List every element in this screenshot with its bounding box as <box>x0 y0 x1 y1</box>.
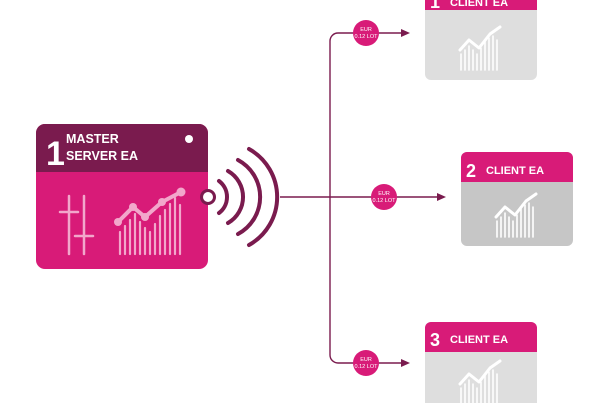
master-card-header <box>36 124 208 172</box>
status-dot-icon <box>185 135 193 143</box>
client-label-2: CLIENT EA <box>486 165 544 177</box>
master-number: 1 <box>46 135 65 173</box>
svg-text:0.12 LOT: 0.12 LOT <box>373 198 397 204</box>
chart-icon <box>114 187 186 256</box>
connectors <box>280 32 438 364</box>
client-card-1: 1 CLIENT EA <box>425 0 537 80</box>
arrow-icon <box>401 29 410 37</box>
sliders-icon <box>58 194 95 256</box>
master-title-line2: SERVER EA <box>66 149 138 163</box>
lot-badge-3: EUR 0.12 LOT <box>353 350 379 376</box>
lot-badge-1: EUR 0.12 LOT <box>353 20 379 46</box>
arrow-icon <box>437 193 446 201</box>
master-title-line1: MASTER <box>66 132 119 146</box>
svg-text:EUR: EUR <box>360 27 372 33</box>
branch-connector <box>329 32 402 364</box>
client-card-3: 3 CLIENT EA <box>425 322 537 403</box>
chart-icon <box>458 25 502 71</box>
arrow-icon <box>401 359 410 367</box>
arrowheads <box>401 29 446 367</box>
lot-badge-2: EUR 0.12 LOT <box>371 184 397 210</box>
svg-text:EUR: EUR <box>360 357 372 363</box>
client-label-1: CLIENT EA <box>450 0 508 9</box>
client-label-3: CLIENT EA <box>450 334 508 346</box>
client-number-2: 2 <box>466 161 476 181</box>
svg-text:0.12 LOT: 0.12 LOT <box>355 364 379 370</box>
client-card-2: 2 CLIENT EA <box>461 152 573 246</box>
chart-icon <box>458 359 502 403</box>
svg-text:0.12 LOT: 0.12 LOT <box>355 34 379 40</box>
master-card: 1 MASTER SERVER EA <box>36 124 216 269</box>
chart-icon <box>494 192 538 238</box>
signal-waves-icon <box>217 147 280 247</box>
client-number-1: 1 <box>430 0 440 12</box>
client-number-3: 3 <box>430 330 440 350</box>
svg-text:EUR: EUR <box>378 191 390 197</box>
